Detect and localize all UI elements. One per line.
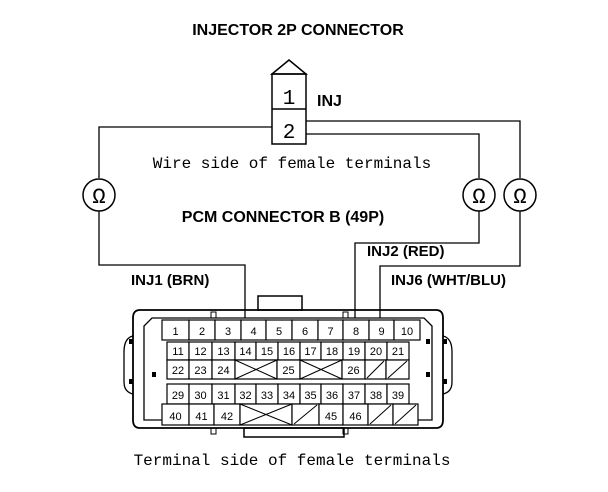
pin-number: 16 xyxy=(283,346,295,358)
injector-connector: 1 2 xyxy=(269,59,309,145)
pin-number: 39 xyxy=(392,390,404,402)
pin-number: 30 xyxy=(194,390,206,402)
wire-inj2 xyxy=(306,133,480,318)
pin-cavity xyxy=(393,319,421,341)
pin-number: 31 xyxy=(217,390,229,402)
pin-number: 4 xyxy=(250,326,256,338)
pin-number: 9 xyxy=(378,326,384,338)
pin-number: 20 xyxy=(370,346,382,358)
diagram-title: INJECTOR 2P CONNECTOR xyxy=(192,22,404,39)
pin-number: 23 xyxy=(194,365,206,377)
pin-number: 34 xyxy=(283,390,295,402)
pin-number: 38 xyxy=(370,390,382,402)
injector-pin-2: 2 xyxy=(283,122,296,145)
pin-number: 32 xyxy=(239,390,251,402)
pin-number: 42 xyxy=(221,411,233,423)
pcm-connector-body xyxy=(123,295,453,438)
ohmmeter-middle: Ω xyxy=(462,178,496,212)
pin-number: 36 xyxy=(326,390,338,402)
pin-number: 33 xyxy=(261,390,273,402)
pin-number: 26 xyxy=(347,365,359,377)
wire-side-label: Wire side of female terminals xyxy=(153,155,431,173)
injector-pin-1: 1 xyxy=(283,88,296,111)
pin-number: 17 xyxy=(304,346,316,358)
ohm-symbol: Ω xyxy=(472,185,485,210)
wire-inj6 xyxy=(306,120,521,318)
pin-number: 10 xyxy=(401,326,413,338)
pin-number: 5 xyxy=(276,326,282,338)
pin-number: 19 xyxy=(348,346,360,358)
ohm-symbol: Ω xyxy=(92,185,105,210)
wires xyxy=(98,120,521,318)
pin-number: 25 xyxy=(282,365,294,377)
pin-number: 13 xyxy=(217,346,229,358)
pin-number: 37 xyxy=(348,390,360,402)
pcm-connector-title: PCM CONNECTOR B (49P) xyxy=(182,209,384,226)
wire-inj1 xyxy=(98,126,272,318)
pin-number: 35 xyxy=(304,390,316,402)
pin-number: 46 xyxy=(349,411,361,423)
pin-number: 21 xyxy=(392,346,404,358)
pin-number: 3 xyxy=(225,326,231,338)
pin-number: 12 xyxy=(194,346,206,358)
pin-number: 18 xyxy=(326,346,338,358)
inj6-wire-label: INJ6 (WHT/BLU) xyxy=(391,272,506,289)
pin-number: 14 xyxy=(239,346,251,358)
ohmmeter-left: Ω xyxy=(82,178,116,212)
pin-number: 11 xyxy=(172,346,183,358)
pin-number: 8 xyxy=(353,326,359,338)
ohmmeter-right: Ω xyxy=(503,178,537,212)
pin-number: 6 xyxy=(302,326,308,338)
pin-number: 7 xyxy=(327,326,333,338)
pin-number: 41 xyxy=(195,411,207,423)
pin-number: 40 xyxy=(169,411,181,423)
pin-number: 45 xyxy=(325,411,337,423)
pin-number: 24 xyxy=(217,365,229,377)
terminal-side-label: Terminal side of female terminals xyxy=(134,452,451,470)
ohm-symbol: Ω xyxy=(513,185,526,210)
pin-number: 15 xyxy=(261,346,273,358)
pin-number: 22 xyxy=(172,365,184,377)
pin-number: 1 xyxy=(172,326,178,338)
inj2-wire-label: INJ2 (RED) xyxy=(367,243,445,260)
inj1-wire-label: INJ1 (BRN) xyxy=(131,272,209,289)
pin-number: 2 xyxy=(199,326,205,338)
pin-number: 29 xyxy=(172,390,184,402)
inj-label: INJ xyxy=(317,93,342,110)
